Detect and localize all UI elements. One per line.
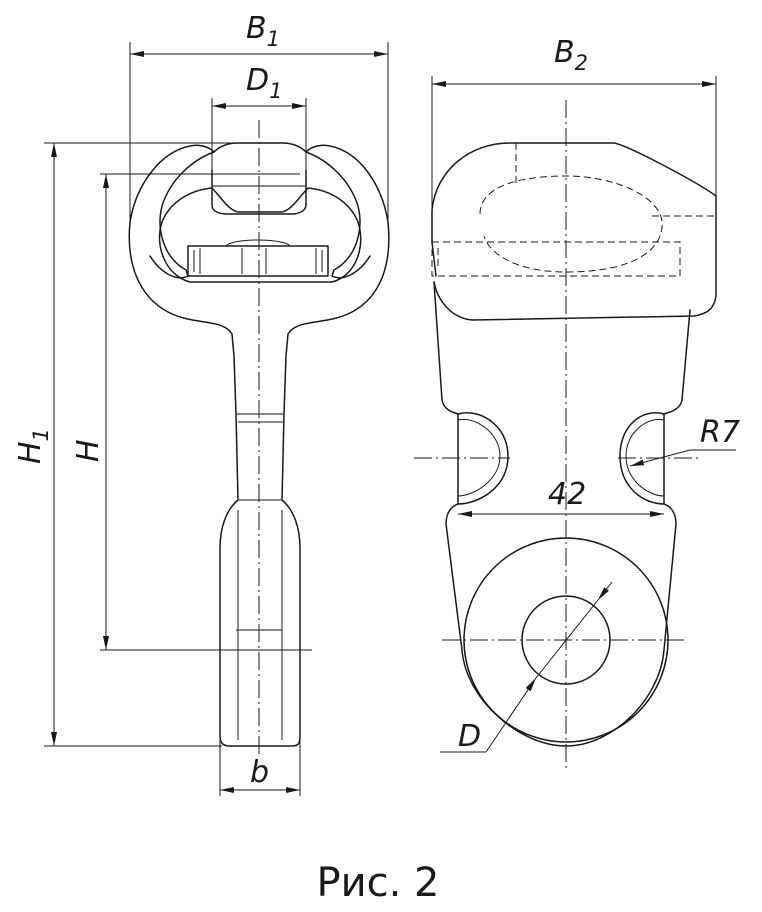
figure-caption: Рис. 2: [317, 860, 440, 906]
label-h: H: [71, 439, 106, 462]
side-left-groove: [457, 412, 509, 505]
dimensions: [44, 42, 736, 796]
front-left-tab: [149, 151, 215, 279]
label-b: b: [250, 755, 269, 790]
front-pin: [187, 239, 329, 277]
side-head: [431, 142, 717, 321]
side-right-groove: [619, 412, 665, 505]
label-b1: B1: [246, 11, 280, 51]
label-42: 42: [548, 477, 586, 512]
front-top-slot: [211, 169, 307, 215]
side-hidden-eye: [479, 175, 663, 273]
front-view-outline: [128, 142, 390, 747]
label-h1: H1: [13, 428, 53, 464]
front-view: [128, 120, 390, 758]
front-right-tab: [305, 151, 371, 279]
side-view: [414, 100, 717, 772]
front-inner-eye: [158, 187, 362, 283]
label-b2: B2: [554, 35, 588, 75]
label-r7: R7: [700, 415, 740, 450]
label-d: D: [458, 719, 481, 754]
label-d1: D1: [246, 63, 282, 103]
labels: B1 D1 B2 H1 H b 42 R7 D Рис. 2: [13, 11, 740, 906]
